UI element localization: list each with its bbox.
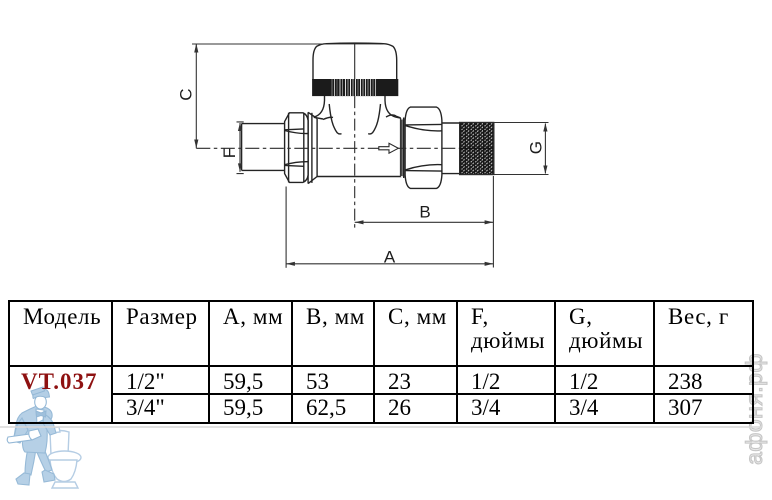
svg-text:C: C <box>177 89 196 101</box>
svg-text:F: F <box>220 148 239 158</box>
svg-text:A: A <box>384 248 396 267</box>
svg-text:G: G <box>526 141 545 154</box>
svg-text:B: B <box>419 203 430 222</box>
